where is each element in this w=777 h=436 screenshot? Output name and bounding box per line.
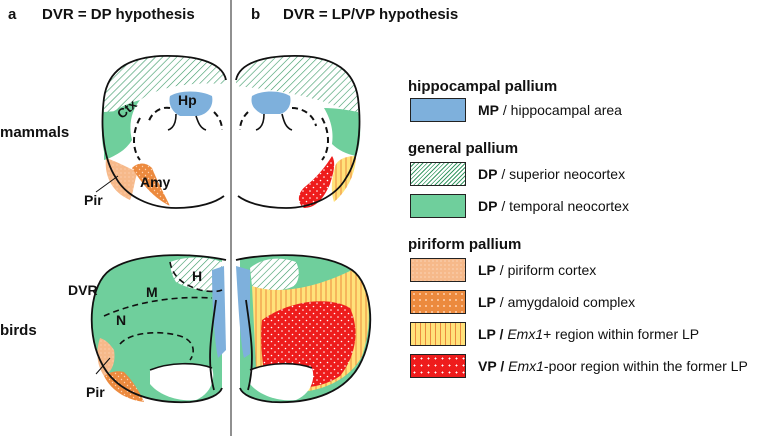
label-pir-mammal: Pir	[84, 192, 103, 208]
legend-heading-piriform: piriform pallium	[408, 236, 522, 253]
bird-hemisphere-left	[90, 254, 227, 404]
label-n: N	[116, 312, 127, 328]
mammal-hemisphere-left	[95, 54, 227, 209]
row-label-mammals: mammals	[0, 124, 70, 141]
legend-heading-general: general pallium	[408, 140, 519, 157]
brain-diagram	[90, 0, 372, 436]
label-dvr: DVR	[68, 282, 98, 298]
label-pir-bird: Pir	[86, 384, 105, 400]
legend-item-dp-superior: DP / superior neocortex	[478, 166, 626, 182]
mammal-hemisphere-right	[235, 54, 361, 209]
legend-swatch-lp-piriform	[410, 258, 466, 282]
row-label-birds: birds	[0, 322, 37, 339]
legend-item-vp-emx1: VP / Emx1-poor region within the former …	[478, 358, 748, 374]
label-amy: Amy	[140, 174, 171, 190]
panel-a-title: DVR = DP hypothesis	[42, 6, 195, 23]
legend-swatch-dp-superior	[410, 162, 466, 186]
bird-hemisphere-right	[235, 254, 372, 404]
legend-item-dp-temporal: DP / temporal neocortex	[478, 198, 629, 214]
label-m: M	[146, 284, 158, 300]
legend-swatch-lp-amygdala	[410, 290, 466, 314]
legend-swatch-mp	[410, 98, 466, 122]
label-hp: Hp	[178, 92, 197, 108]
panel-b-letter: b	[251, 6, 261, 23]
legend-swatch-vp-emx1	[410, 354, 466, 378]
legend-swatch-lp-emx1	[410, 322, 466, 346]
legend-item-mp: MP / hippocampal area	[478, 102, 622, 118]
legend-heading-hippocampal: hippocampal pallium	[408, 78, 558, 95]
legend-item-lp-emx1: LP / Emx1+ region within former LP	[478, 326, 700, 342]
legend-swatch-dp-temporal	[410, 194, 466, 218]
label-h: H	[192, 268, 203, 284]
legend-item-lp-piriform: LP / piriform cortex	[478, 262, 597, 278]
panel-b-title: DVR = LP/VP hypothesis	[283, 6, 459, 23]
panel-a-letter: a	[8, 6, 17, 23]
legend-item-lp-amygdala: LP / amygdaloid complex	[478, 294, 636, 310]
